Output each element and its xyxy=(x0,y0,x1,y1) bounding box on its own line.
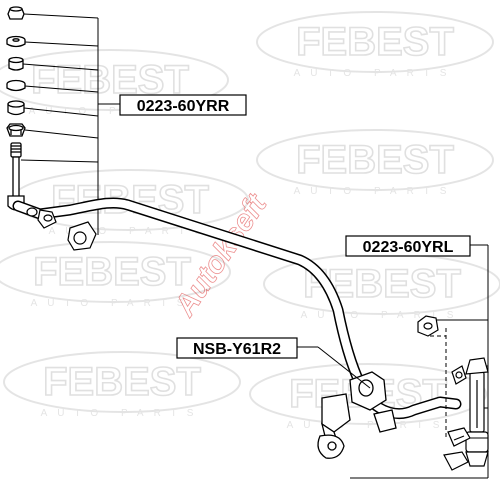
label-rl: 0223-60YRL xyxy=(345,235,471,257)
leader-bracket-rr xyxy=(20,13,120,235)
spacer-ring xyxy=(6,123,26,137)
watermark-tagline: AUTO PARTS xyxy=(294,68,457,79)
center-bushing-clamp xyxy=(317,371,397,459)
part-number-0223-60yrl: 0223-60YRL xyxy=(363,239,454,256)
watermark-logo: FEBEST AUTO PARTS xyxy=(256,129,494,197)
washer-2 xyxy=(6,79,26,92)
leader-nsb xyxy=(296,346,371,389)
label-rr: 0223-60YRR xyxy=(119,94,247,116)
watermark-logo: FEBEST AUTO PARTS xyxy=(0,241,231,309)
stabilizer-bar xyxy=(12,197,462,419)
bushing-2 xyxy=(7,100,25,116)
label-nsb: NSB-Y61R2 xyxy=(176,337,298,359)
watermark-brand: FEBEST xyxy=(296,138,454,182)
link-rod xyxy=(7,142,25,211)
bar-left-end-parts xyxy=(26,207,97,251)
watermark-logo: FEBEST AUTO PARTS xyxy=(256,11,494,79)
bushing-1 xyxy=(8,56,24,71)
exploded-hardware-stack xyxy=(6,6,26,211)
watermark-brand: FEBEST xyxy=(296,20,454,64)
part-number-0223-60yrr: 0223-60YRR xyxy=(137,98,230,115)
washer-1 xyxy=(6,35,26,48)
watermark-logo: FEBEST AUTO PARTS xyxy=(3,351,241,419)
watermark-brand: FEBEST xyxy=(43,360,201,404)
watermark-tagline: AUTO PARTS xyxy=(29,106,192,117)
watermark-tagline: AUTO PARTS xyxy=(287,420,450,431)
watermark-tagline: AUTO PARTS xyxy=(41,408,204,419)
watermark-tagline: AUTO PARTS xyxy=(49,226,212,237)
leader-bracket-rl xyxy=(350,244,489,479)
right-link-dashed-guides xyxy=(430,328,447,440)
nut-top xyxy=(7,6,25,20)
right-link-assembly xyxy=(417,315,489,471)
watermark-brand: FEBEST xyxy=(33,250,191,294)
watermark-tagline: AUTO PARTS xyxy=(301,310,464,321)
part-number-nsb-y61r2: NSB-Y61R2 xyxy=(193,341,281,358)
watermark-tagline: AUTO PARTS xyxy=(294,186,457,197)
watermark-tagline: AUTO PARTS xyxy=(31,298,194,309)
